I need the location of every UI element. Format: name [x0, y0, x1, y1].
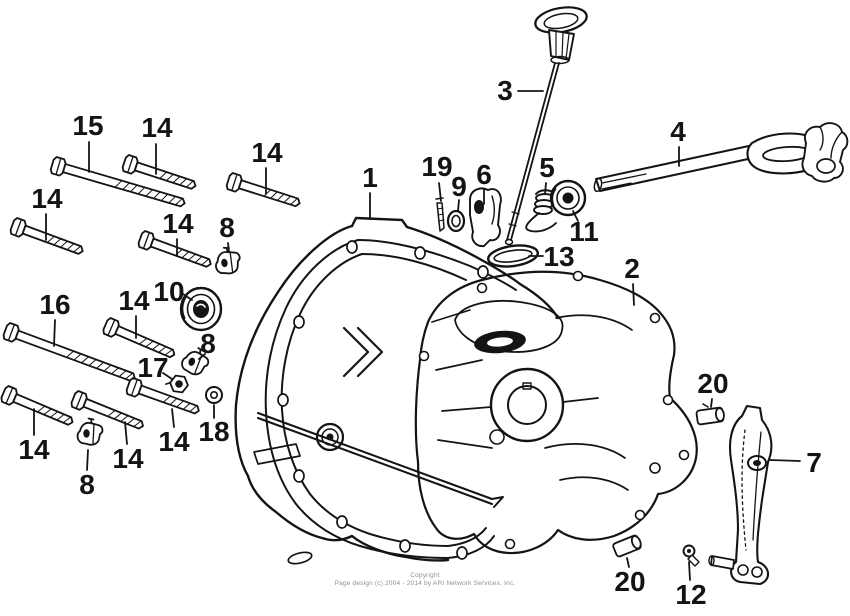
callout-14[interactable]: 14: [251, 137, 283, 168]
bracket-7: [708, 404, 773, 586]
callout-6[interactable]: 6: [476, 159, 492, 190]
o-ring-13: [487, 244, 539, 268]
copyright-line2: Page design (c) 2004 - 2014 by ARI Netwo…: [334, 580, 516, 587]
copyright-line1: Copyright: [410, 572, 440, 579]
callout-leader-14: [171, 408, 175, 428]
copyright: Copyright Page design (c) 2004 - 2014 by…: [0, 572, 850, 588]
callout-20[interactable]: 20: [697, 368, 728, 399]
callout-9[interactable]: 9: [451, 171, 467, 202]
gasket-drawing: [414, 270, 698, 555]
bolt-14: [0, 384, 77, 432]
callout-leader-8: [227, 242, 230, 253]
screw-19: [435, 197, 445, 232]
cover-small-seal: [315, 422, 345, 452]
callout-leader-12: [688, 561, 691, 581]
bolt-14: [224, 171, 304, 213]
callout-leader-8: [86, 449, 89, 471]
callout-19[interactable]: 19: [421, 151, 452, 182]
callout-7[interactable]: 7: [806, 447, 822, 478]
callout-leader-20: [710, 398, 713, 408]
cover-internals: [431, 300, 661, 491]
joint-6: [469, 187, 502, 247]
callout-leader-2: [632, 283, 635, 306]
callout-leader-10: [182, 293, 193, 301]
callout-leader-19: [438, 182, 442, 202]
dipstick-3: [504, 6, 588, 246]
wire-clamp-8: [212, 244, 244, 277]
bolt-14: [124, 376, 203, 420]
bolt-15: [48, 155, 189, 213]
callout-13[interactable]: 13: [543, 241, 574, 272]
nut-17: [165, 374, 189, 394]
callout-8[interactable]: 8: [200, 328, 216, 359]
callout-leader-7: [769, 459, 801, 462]
callout-leader-17: [162, 372, 173, 380]
callout-2[interactable]: 2: [624, 253, 640, 284]
callout-leader-16: [53, 319, 56, 347]
dowel-pin-20: [611, 533, 644, 559]
screw-12: [682, 544, 700, 567]
callout-14[interactable]: 14: [118, 285, 150, 316]
callout-leader-20: [626, 557, 630, 568]
callout-14[interactable]: 14: [112, 443, 144, 474]
callout-3[interactable]: 3: [497, 75, 513, 106]
callout-11[interactable]: 11: [569, 216, 599, 247]
callout-leader-9: [457, 199, 460, 212]
callout-8[interactable]: 8: [219, 212, 235, 243]
callout-4[interactable]: 4: [670, 116, 686, 147]
callout-10[interactable]: 10: [153, 276, 184, 307]
callout-15[interactable]: 15: [72, 110, 103, 141]
callout-14[interactable]: 14: [31, 183, 63, 214]
oil-seal-11: [549, 179, 587, 217]
crankcase-cover-drawing: [234, 216, 661, 565]
callout-leader-14: [124, 421, 128, 445]
callout-8[interactable]: 8: [79, 469, 95, 500]
dowel-pin-20: [695, 406, 726, 426]
callout-leader-8: [198, 353, 206, 360]
callout-17[interactable]: 17: [137, 352, 168, 383]
washer-18: [205, 386, 223, 404]
kickstart-spindle-4: [593, 122, 849, 193]
callout-5[interactable]: 5: [539, 152, 555, 183]
callout-14[interactable]: 14: [162, 208, 194, 239]
callout-1[interactable]: 1: [362, 162, 378, 193]
callout-leader-5: [544, 182, 547, 195]
callout-12[interactable]: 12: [675, 579, 706, 610]
callout-20[interactable]: 20: [614, 566, 645, 597]
spring-5: [525, 189, 557, 233]
wire-clamp-8: [76, 417, 104, 446]
callout-18[interactable]: 18: [198, 416, 229, 447]
callout-14[interactable]: 14: [158, 426, 190, 457]
callout-14[interactable]: 14: [18, 434, 50, 465]
callout-14[interactable]: 14: [141, 112, 173, 143]
oil-seal-10: [179, 286, 223, 332]
callout-16[interactable]: 16: [39, 289, 70, 320]
bolt-14: [8, 216, 87, 261]
grommet-9: [446, 209, 466, 233]
callout-leader-11: [572, 210, 579, 222]
